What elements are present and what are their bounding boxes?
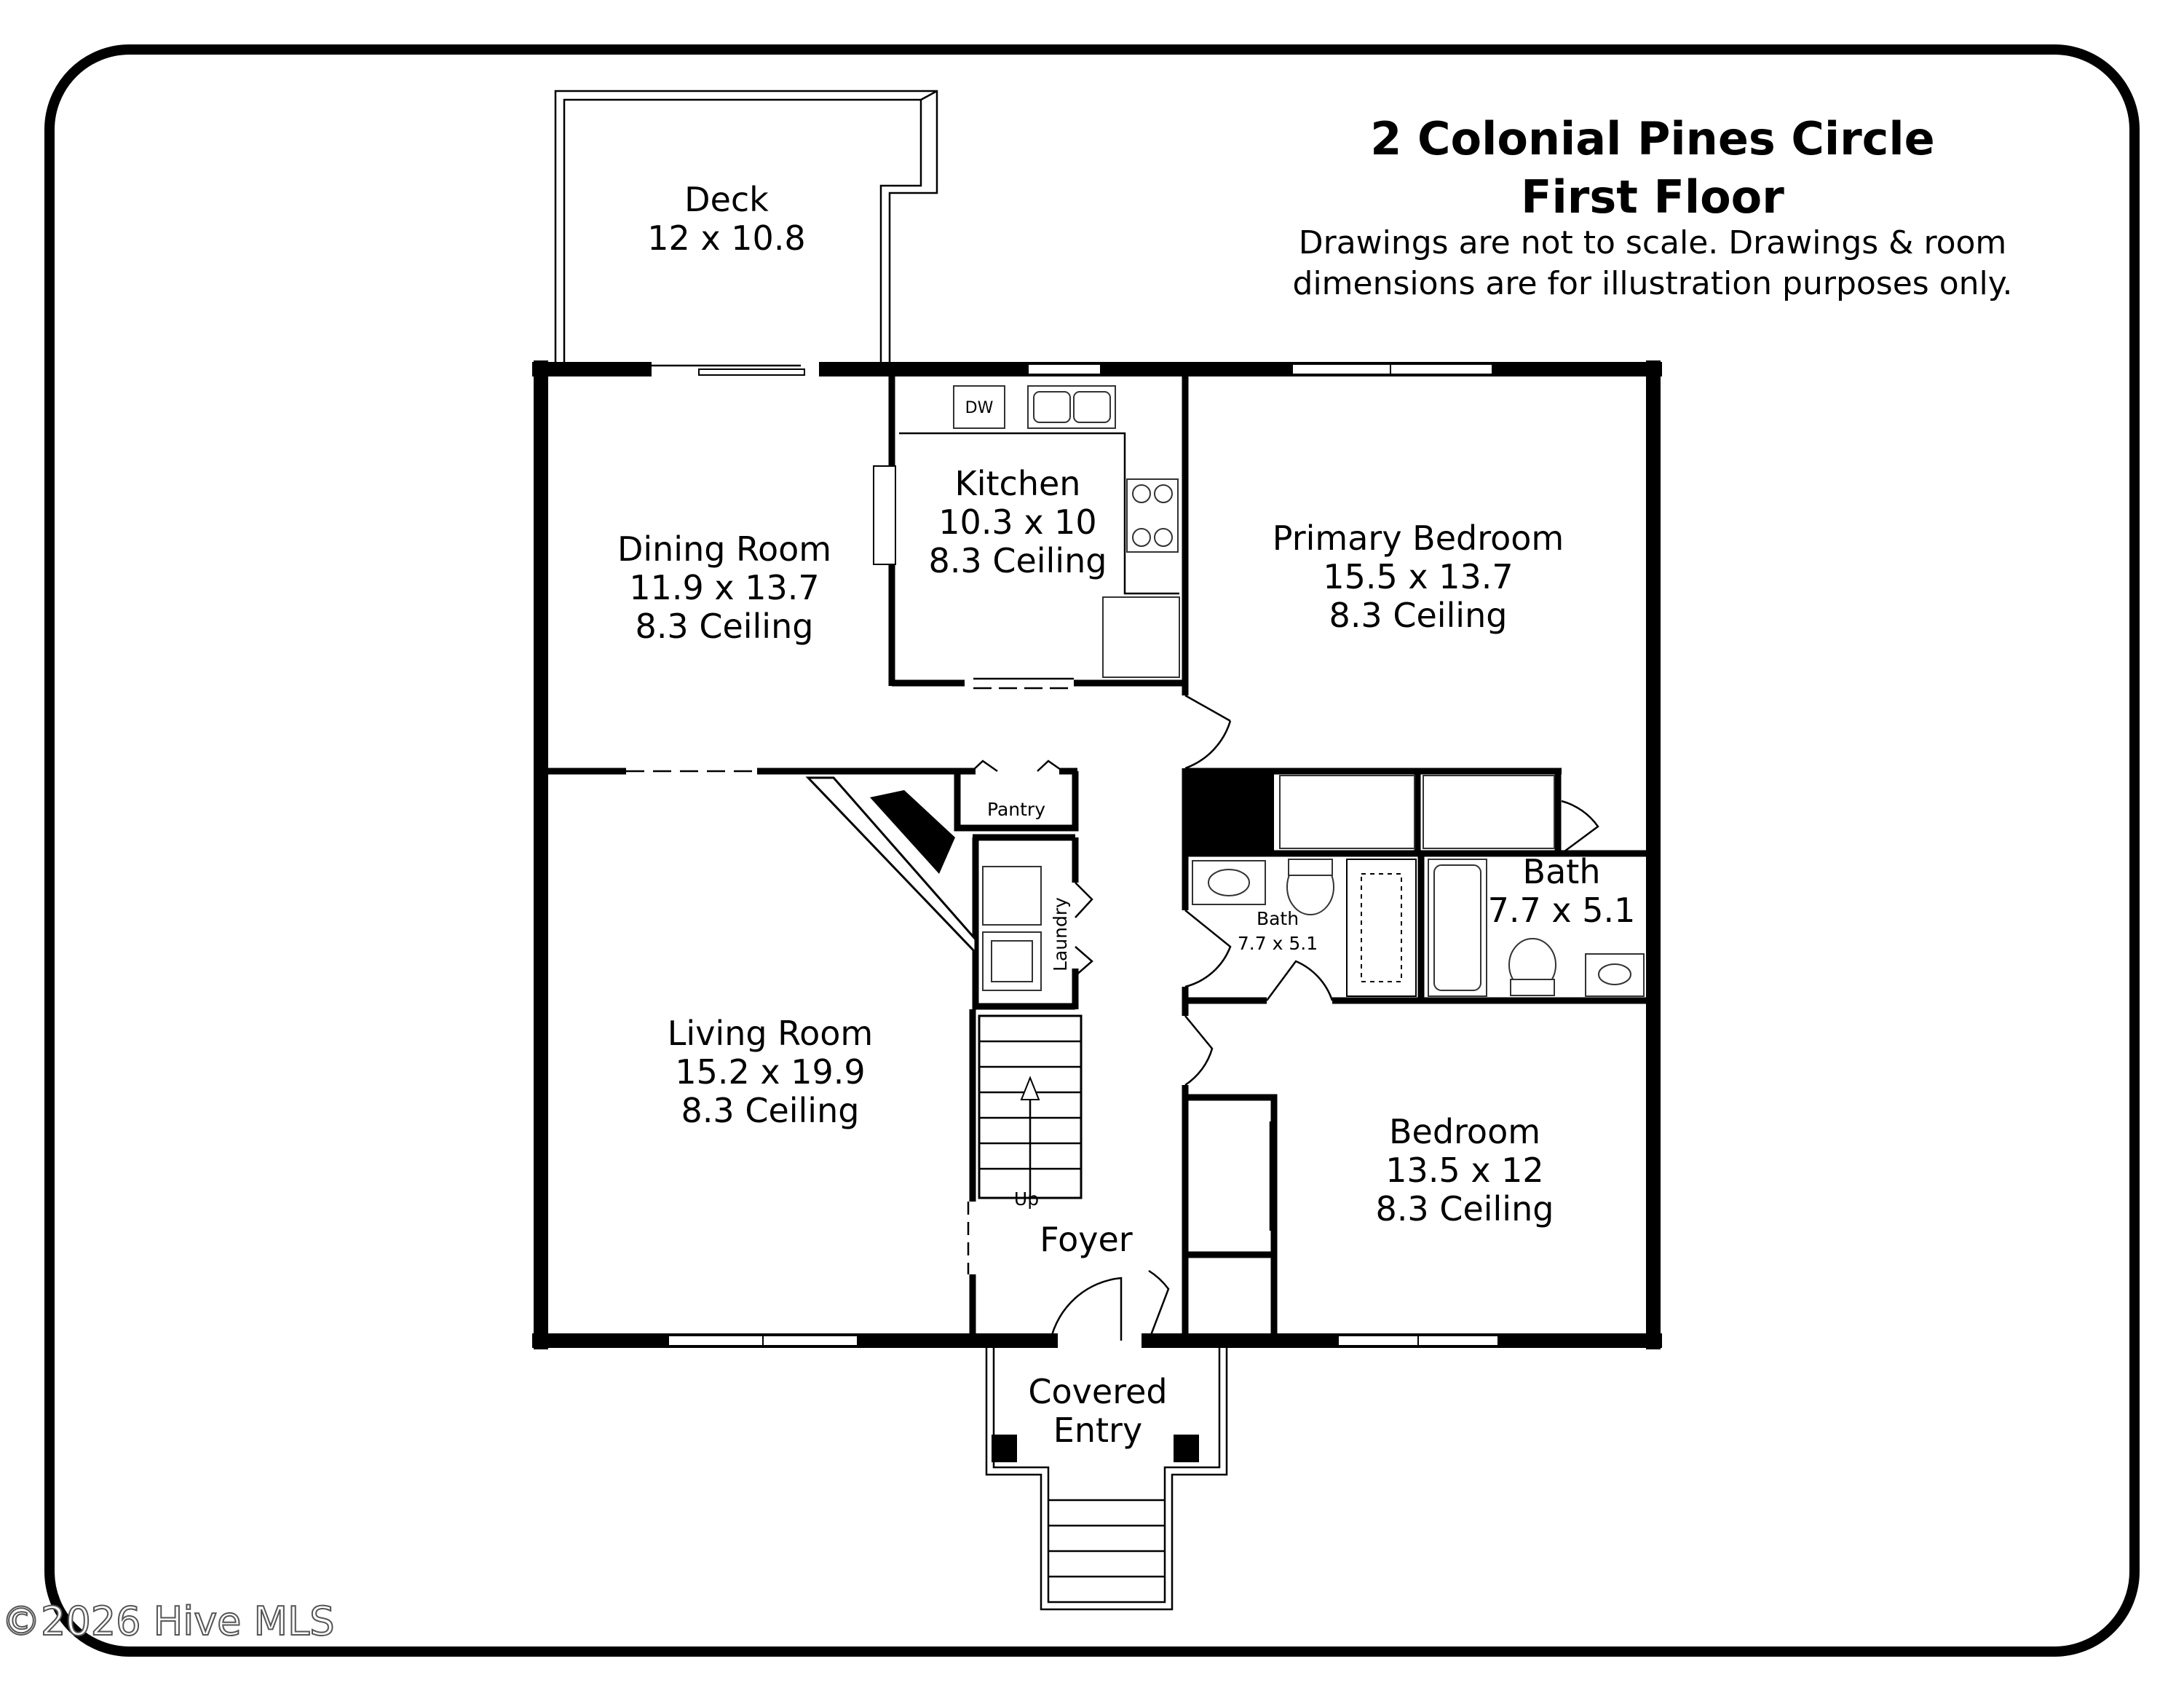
watermark: ©2026 Hive MLS [1,1598,335,1644]
fireplace [805,776,977,955]
page-border [44,44,2140,1657]
covered-entry [985,1346,1228,1611]
primary-bedroom-name: Primary Bedroom [1273,518,1564,558]
kitchen-size: 10.3 x 10 [938,502,1096,542]
kitchen-cabinets [873,385,1180,690]
pantry-label: Pantry [987,799,1045,820]
hall-bath-name: Bath [1257,908,1299,929]
covered-entry-line-1: Covered [1028,1372,1167,1411]
staircase [967,1014,1083,1274]
windows [648,363,1499,1346]
dining-size: 11.9 x 13.7 [629,568,819,607]
interior-walls [541,369,1653,1344]
dishwasher-label: DW [965,399,994,417]
kitchen-ceiling: 8.3 Ceiling [929,541,1107,580]
laundry-label: Laundry [1050,897,1071,971]
dining-ceiling: 8.3 Ceiling [636,607,814,646]
disclaimer-line-1: Drawings are not to scale. Drawings & ro… [1299,224,2007,261]
address-title: 2 Colonial Pines Circle [1370,112,1934,165]
doors [1049,694,1599,1341]
deck-size: 12 x 10.8 [647,218,805,258]
disclaimer-line-2: dimensions are for illustration purposes… [1293,265,2013,302]
primary-bath-size: 7.7 x 5.1 [1488,891,1636,930]
living-ceiling: 8.3 Ceiling [681,1091,860,1130]
floor-title: First Floor [1521,170,1784,224]
foyer-name: Foyer [1040,1220,1132,1259]
pantry-doors [971,760,1064,773]
covered-entry-line-2: Entry [1053,1411,1142,1450]
kitchen-name: Kitchen [955,464,1081,503]
bedroom-size: 13.5 x 12 [1385,1151,1543,1190]
utility-chase [1185,771,1274,853]
dining-name: Dining Room [617,529,831,569]
bedroom-ceiling: 8.3 Ceiling [1376,1189,1554,1228]
primary-bath-name: Bath [1523,852,1601,891]
deck-name: Deck [684,180,769,219]
living-size: 15.2 x 19.9 [675,1052,865,1092]
hall-bath-size: 7.7 x 5.1 [1238,933,1318,954]
bedroom-name: Bedroom [1389,1112,1540,1151]
bath-fixtures [1192,775,1645,997]
laundry-appliances [982,866,1093,991]
deck [554,90,938,362]
primary-bedroom-ceiling: 8.3 Ceiling [1329,596,1508,635]
living-name: Living Room [668,1014,873,1053]
stairs-up-label: Up [1014,1188,1039,1210]
primary-bedroom-size: 15.5 x 13.7 [1323,557,1513,596]
